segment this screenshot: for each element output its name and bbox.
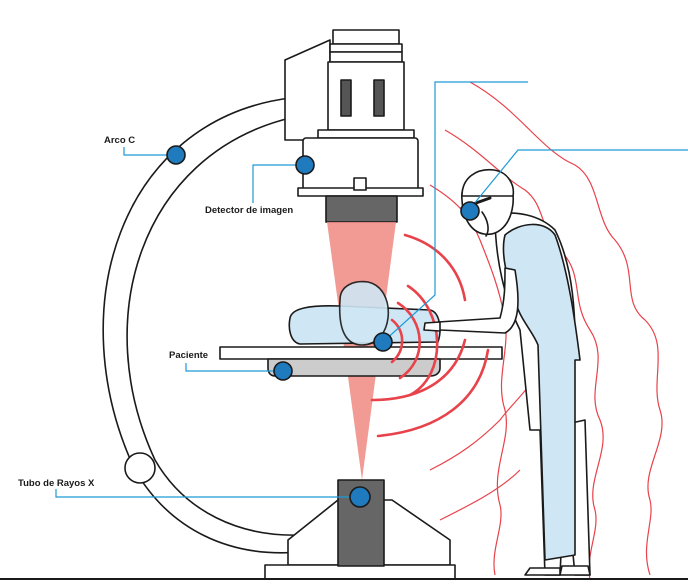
callout-lines xyxy=(55,81,688,498)
patient-table xyxy=(219,346,503,377)
callout-line-doctor-dose xyxy=(468,149,688,211)
label-paciente: Paciente xyxy=(169,350,208,361)
detector-top-cap xyxy=(332,29,400,45)
marker-tubo xyxy=(349,486,371,508)
label-detector: Detector de imagen xyxy=(205,205,293,216)
scatter-arc-1 xyxy=(390,318,404,364)
detector-arm-mount xyxy=(284,39,331,141)
callout-line-tubo xyxy=(55,489,361,498)
marker-arco-c xyxy=(166,145,186,165)
doctor-shoe-right xyxy=(559,565,591,576)
label-tubo: Tubo de Rayos X xyxy=(18,478,95,489)
c-arm xyxy=(102,97,301,554)
detector-lens xyxy=(325,195,398,223)
label-arco-c: Arco C xyxy=(104,135,135,146)
detector-top-band-2 xyxy=(329,51,403,63)
radiation-waves xyxy=(429,81,663,581)
doctor-cap xyxy=(461,169,515,197)
scatter-arc-2 xyxy=(396,301,421,380)
scatter-arc-3 xyxy=(406,284,439,397)
callout-markers xyxy=(166,145,480,508)
radiation-wave-inner xyxy=(429,184,507,576)
radiation-wave-outer xyxy=(469,81,663,576)
detector-top-band xyxy=(329,43,403,53)
doctor xyxy=(423,169,591,576)
marker-doctor-dose xyxy=(460,201,480,221)
scatter-arc-6 xyxy=(403,233,467,302)
scatter-arcs xyxy=(370,233,490,438)
scatter-arc-5 xyxy=(376,348,490,438)
radiation-wave-mid xyxy=(444,129,604,581)
callout-line-detector xyxy=(252,164,306,203)
c-arm-pivot-knob xyxy=(124,452,156,484)
detector-collar xyxy=(317,129,415,139)
callout-line-arco-c xyxy=(123,147,174,156)
callout-line-patient-dose xyxy=(382,81,528,343)
detector-clamp xyxy=(353,177,367,191)
patient xyxy=(288,280,441,346)
detector-housing xyxy=(327,61,405,131)
patient-head xyxy=(338,280,390,346)
marker-paciente xyxy=(273,361,293,381)
detector-slot-right xyxy=(373,79,385,117)
doctor-shoe-left xyxy=(524,567,561,576)
doctor-hand xyxy=(423,321,441,332)
radiation-wave-low2 xyxy=(439,469,521,521)
tube-foot xyxy=(264,564,456,580)
callout-line-paciente xyxy=(185,363,282,372)
marker-patient-dose xyxy=(373,332,393,352)
detector-slot-left xyxy=(340,79,352,117)
doctor-mask xyxy=(481,211,489,237)
scatter-arc-4 xyxy=(370,338,467,402)
image-detector xyxy=(284,29,424,223)
doctor-arm xyxy=(437,267,519,334)
marker-detector xyxy=(295,155,315,175)
